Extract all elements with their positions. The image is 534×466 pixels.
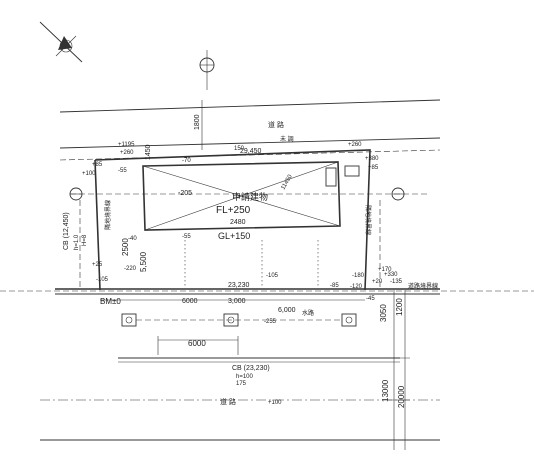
side-road-label: 道路境界線 (408, 282, 438, 290)
dim-55-mid: -55 (182, 234, 191, 240)
road-bottom (40, 399, 440, 441)
dim-220: -220 (124, 266, 137, 272)
dim-255: -255 (264, 319, 277, 325)
dim-100-bottom: +100 (268, 400, 282, 406)
dim-85-left: +85 (92, 162, 103, 168)
dim-20000: 20000 (397, 385, 406, 408)
cb-left-sub: h=1.0 (74, 234, 80, 250)
building-outline (142, 161, 341, 231)
dim-11450: 11450 (280, 173, 294, 191)
dim-6000-a: 6000 (182, 298, 198, 305)
drain-inlet-icon (341, 313, 357, 327)
site-boundary (70, 149, 430, 291)
front-boundary (0, 288, 534, 301)
dim-23230: 23,230 (228, 282, 250, 289)
road-width-dim: 1800 (194, 114, 201, 130)
dim-260-left: +260 (120, 150, 134, 156)
road-top-sub: 未 調 (280, 135, 294, 143)
cb-left-title: CB (12,450) (63, 212, 70, 250)
dim-line-6000 (157, 336, 239, 355)
dim-55-left: -55 (118, 168, 127, 174)
dim-70: -70 (182, 158, 191, 164)
dim-45: -45 (366, 296, 375, 302)
dim-20: +20 (372, 279, 383, 285)
cb-wall-bottom (118, 357, 400, 363)
dim-85-low: -85 (330, 283, 339, 289)
dim-150: 150 (234, 146, 245, 152)
dim-3000: 3,000 (228, 298, 246, 305)
meter-box-icon (344, 165, 360, 177)
neighbor-right-label: 隣地境界線 (364, 205, 372, 235)
survey-marker-top-icon (199, 50, 215, 90)
dim-260-right: +260 (348, 142, 362, 148)
dim-40: -40 (128, 236, 137, 242)
dim-1450: 1450 (145, 144, 152, 160)
cb-bottom-sub2: 175 (236, 381, 247, 387)
cb-bottom-title: CB (23,230) (232, 365, 270, 372)
dim-1200: 1200 (395, 298, 404, 316)
drain-inlet-icon (121, 313, 137, 327)
dim-6000-c: 6000 (188, 339, 206, 348)
road-bottom-label: 道 路 (220, 397, 236, 406)
ground-level: GL+150 (218, 231, 250, 241)
building-fl: FL+250 (216, 205, 251, 216)
dim-13000: 13000 (381, 379, 390, 402)
dim-3050: 3050 (379, 304, 388, 322)
dim-100-left: +100 (82, 171, 96, 177)
dim-380: +380 (365, 156, 379, 162)
right-dim-lines (388, 290, 410, 450)
road-top-label: 道 路 (268, 120, 284, 129)
neighbor-left-label: 隣地境界線 (104, 200, 112, 230)
dim-170: +170 (378, 267, 392, 273)
dim-1195: +1195 (118, 142, 135, 148)
dim-105-mid: -105 (266, 273, 279, 279)
dim-6000-b: 6,000 (278, 307, 296, 314)
dim-25: +25 (92, 262, 103, 268)
north-arrow-icon (39, 21, 83, 63)
survey-marker-right-icon (391, 187, 405, 201)
dim-120: -120 (350, 284, 363, 290)
survey-marker-left-icon (69, 187, 83, 201)
benchmark-label: BM±0 (100, 297, 121, 306)
dim-85-right: +85 (368, 165, 379, 171)
dim-330: +330 (384, 272, 398, 278)
cb-left-sub2: H=8 (82, 234, 88, 246)
dim-5500: 5,500 (139, 251, 148, 272)
water-label: 水路 (302, 309, 314, 317)
dim-105-left: -105 (96, 277, 109, 283)
dim-135: -135 (390, 279, 403, 285)
building-depth: 2480 (230, 219, 246, 226)
cb-bottom-sub: h=100 (236, 374, 254, 380)
dim-180: -180 (352, 273, 365, 279)
dim-29450: 29,450 (240, 148, 262, 155)
dim-2500: 2500 (121, 238, 130, 256)
building-label: 申請建物 (232, 191, 268, 202)
dim-205: -205 (178, 190, 192, 197)
